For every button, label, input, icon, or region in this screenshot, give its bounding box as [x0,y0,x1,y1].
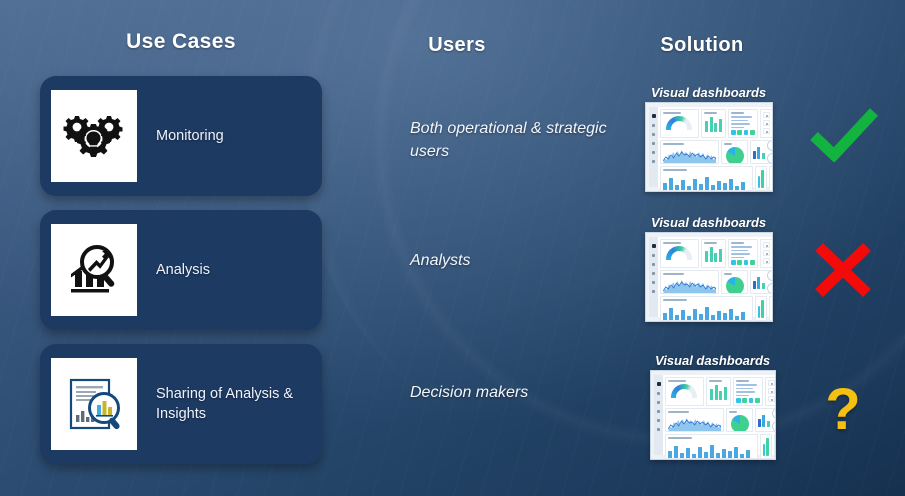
column-heading-use-cases: Use Cases [126,30,236,53]
verdict-check-row-1 [808,104,880,164]
use-case-card-analysis[interactable]: Analysis [40,210,322,330]
user-label-row-1: Both operational & strategic users [410,120,607,160]
verdict-question-row-3: ? [812,378,874,442]
dashboard-body [663,375,775,459]
solution-label-row-2: Visual dashboards [651,215,767,230]
dashboard-thumbnail-row-3[interactable] [650,370,776,460]
use-case-card-monitoring[interactable]: Monitoring [40,76,322,196]
gears-lightbulb-icon [51,90,137,182]
use-case-label: Monitoring [156,128,224,144]
magnifier-bar-chart-icon [51,224,137,316]
dashboard-sidebar-rail [649,237,658,317]
dashboard-sidebar-rail [649,107,658,187]
dashboard-body [658,237,772,321]
verdict-cross-row-2 [810,240,876,300]
column-heading-solution: Solution [660,34,744,56]
solution-label-row-1: Visual dashboards [651,85,767,100]
solution-label-row-3: Visual dashboards [655,353,771,368]
dashboard-sidebar-rail [654,375,663,455]
dashboard-thumbnail-row-1[interactable] [645,102,773,192]
use-case-label: Analysis [156,262,210,278]
dashboard-body [658,107,772,191]
use-case-card-sharing[interactable]: Sharing of Analysis & Insights [40,344,322,464]
user-label-row-3: Decision makers [410,384,529,401]
use-case-label: Sharing of Analysis & Insights [156,386,294,422]
question-mark-icon: ? [825,377,861,442]
column-heading-users: Users [428,34,486,56]
user-label-row-2: Analysts [410,252,471,269]
dashboard-thumbnail-row-2[interactable] [645,232,773,322]
report-magnifier-icon [51,358,137,450]
